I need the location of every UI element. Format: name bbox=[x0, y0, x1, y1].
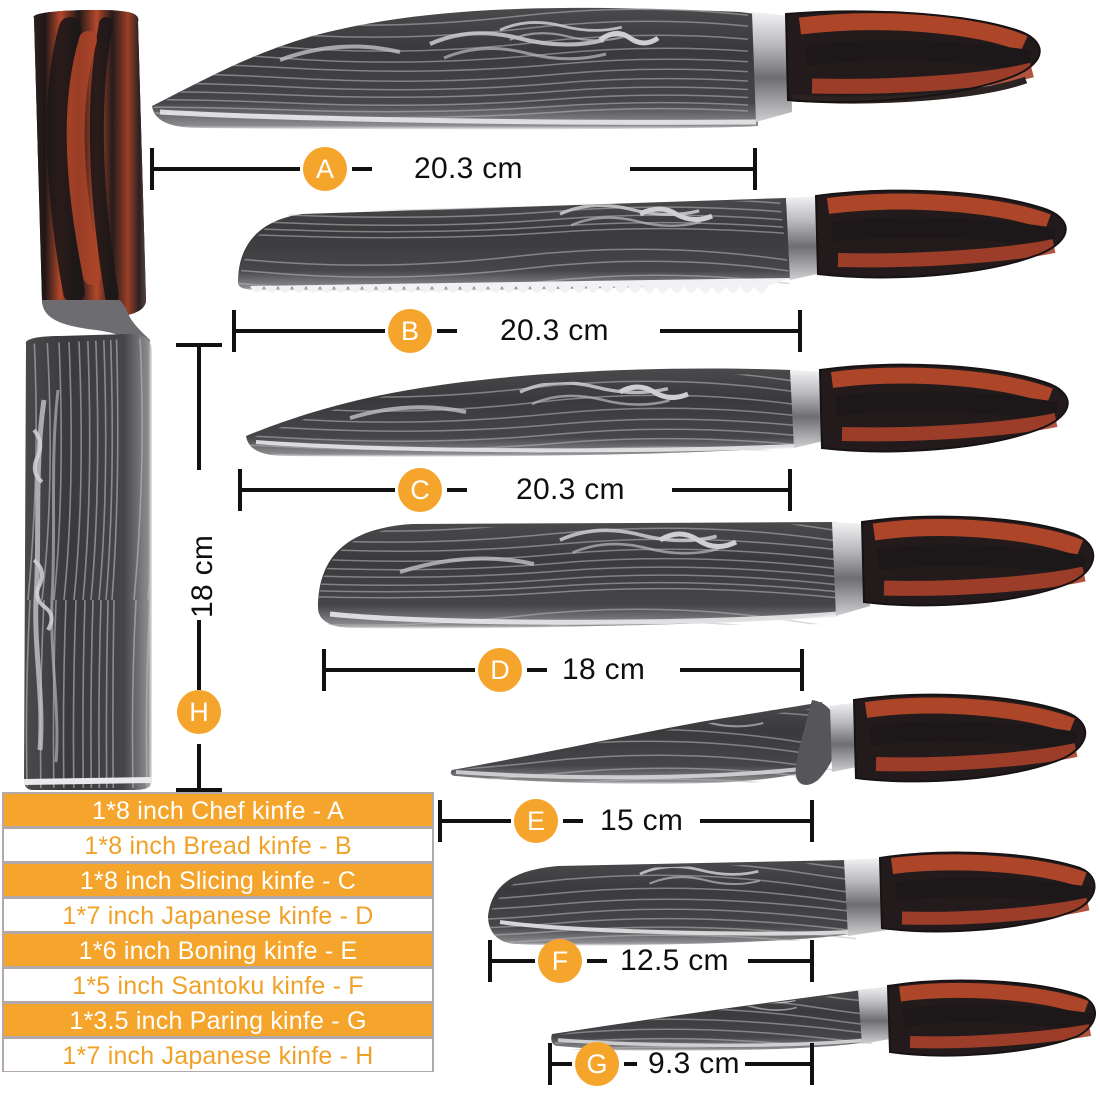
badge-B: B bbox=[388, 309, 432, 353]
legend-row-F: 1*5 inch Santoku kinfe - F bbox=[2, 967, 434, 1002]
legend-row-D: 1*7 inch Japanese kinfe - D bbox=[2, 897, 434, 932]
legend-row-A: 1*8 inch Chef kinfe - A bbox=[2, 792, 434, 827]
knife-illustration-F bbox=[488, 851, 1096, 946]
knife-illustration-B bbox=[238, 189, 1067, 293]
legend-row-G: 1*3.5 inch Paring kinfe - G bbox=[2, 1002, 434, 1037]
dimension-label-B: 20.3 cm bbox=[500, 314, 609, 347]
badge-A: A bbox=[303, 147, 347, 191]
dimension-label-F: 12.5 cm bbox=[620, 944, 729, 977]
dimension-label-H: 18 cm bbox=[186, 534, 219, 618]
dimension-label-D: 18 cm bbox=[562, 653, 646, 686]
dimension-label-G: 9.3 cm bbox=[648, 1047, 740, 1080]
legend-row-E: 1*6 inch Boning kinfe - E bbox=[2, 932, 434, 967]
badge-D: D bbox=[478, 648, 522, 692]
dimension-label-A: 20.3 cm bbox=[414, 152, 523, 185]
legend-row-B: 1*8 inch Bread kinfe - B bbox=[2, 827, 434, 862]
badge-F: F bbox=[538, 939, 582, 983]
knife-legend-list: 1*8 inch Chef kinfe - A 1*8 inch Bread k… bbox=[2, 792, 434, 1072]
knife-illustration-H bbox=[23, 10, 153, 790]
dimension-label-E: 15 cm bbox=[600, 804, 684, 837]
legend-row-H: 1*7 inch Japanese kinfe - H bbox=[2, 1037, 434, 1072]
knife-illustration-D bbox=[318, 515, 1095, 629]
dimension-label-C: 20.3 cm bbox=[516, 473, 625, 506]
knife-illustration-A bbox=[152, 7, 1041, 130]
badge-H: H bbox=[177, 690, 221, 734]
badge-C: C bbox=[398, 468, 442, 512]
badge-G: G bbox=[575, 1042, 619, 1086]
badge-E: E bbox=[514, 799, 558, 843]
legend-row-C: 1*8 inch Slicing kinfe - C bbox=[2, 862, 434, 897]
